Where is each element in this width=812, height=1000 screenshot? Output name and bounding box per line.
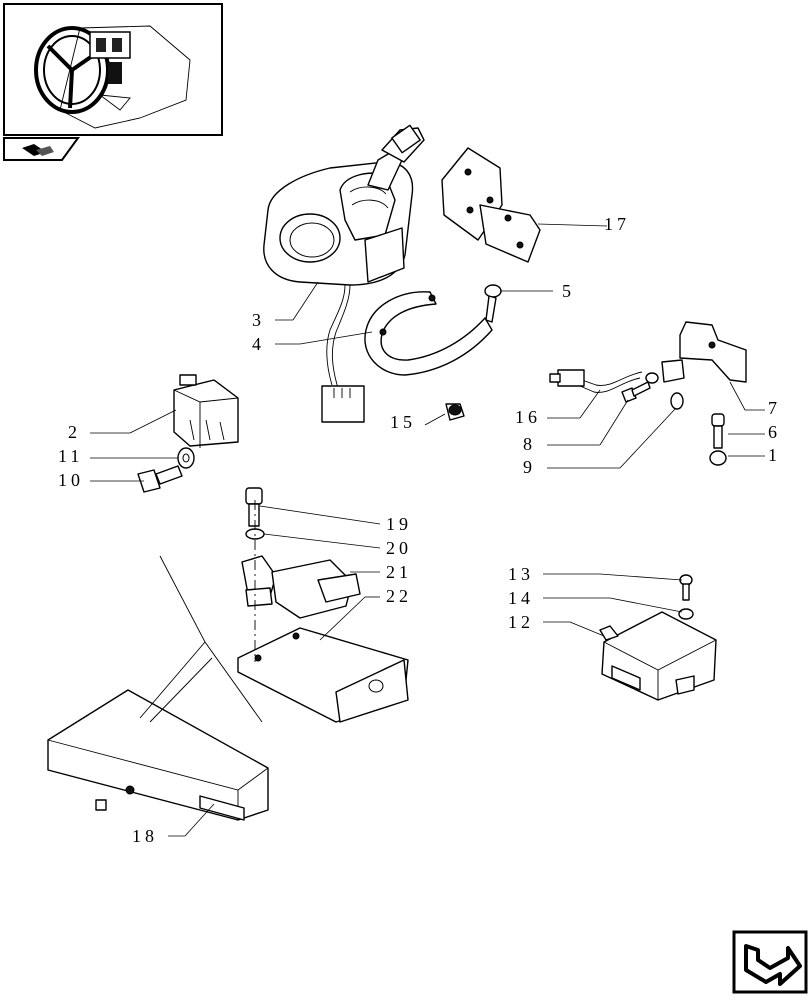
part-washer-9 [670,392,684,410]
callout-2: 2 [68,422,81,442]
callout-14: 14 [508,588,534,608]
part-sensor-21 [241,555,361,619]
callout-13: 13 [508,564,534,584]
part-cover-18 [47,689,269,821]
part-screw-8 [621,381,651,403]
callout-8: 8 [523,434,536,454]
callout-18: 18 [132,826,158,846]
part-clip-15 [445,403,465,421]
tractor-cab-steering-wheel-icon [34,25,191,129]
callout-10: 10 [58,470,84,490]
leader-lines [90,223,765,837]
part-screw-6 [711,413,725,449]
part-washer-11 [177,447,195,469]
callout-11: 11 [58,446,83,466]
part-washer-14 [678,608,694,620]
part-joystick-console [263,124,425,423]
part-relay [173,374,239,448]
book-icon [22,144,54,156]
part-screw-13 [679,574,693,601]
cab-thumbnail [3,3,223,136]
callout-5: 5 [562,281,575,301]
part-control-unit-12 [599,611,717,701]
callout-19: 19 [386,514,412,534]
callout-20: 20 [386,538,412,558]
callout-22: 22 [386,586,412,606]
part-screw-10 [137,465,183,493]
next-page-arrow-icon [744,944,802,986]
callout-3: 3 [252,310,265,330]
part-u-bracket [364,291,493,376]
part-mounting-bracket [441,147,541,263]
callout-16: 16 [515,407,541,427]
part-nut-1 [709,450,727,466]
callout-21: 21 [386,562,412,582]
callout-6: 6 [768,422,781,442]
part-plate-22 [237,627,409,723]
callout-1: 1 [768,445,781,465]
part-screw-19 [245,487,263,527]
callout-7: 7 [768,398,781,418]
next-page-button[interactable] [732,930,808,994]
callout-4: 4 [252,334,265,354]
callout-12: 12 [508,612,534,632]
callout-labels: 3 4 5 17 2 11 10 15 16 8 9 7 6 1 19 20 2… [58,214,781,846]
part-screw-5 [484,284,502,323]
callout-9: 9 [523,457,536,477]
callout-15: 15 [390,412,416,432]
callout-17: 17 [604,214,630,234]
section-tab[interactable] [3,137,80,161]
part-sensor-bracket [549,321,747,393]
